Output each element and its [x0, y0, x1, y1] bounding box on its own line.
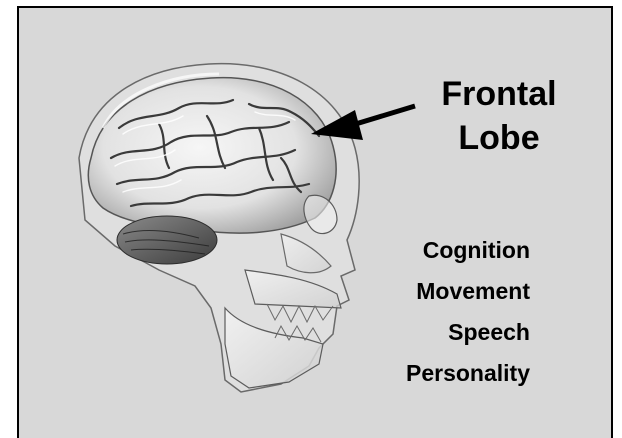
cerebellum — [117, 216, 217, 264]
function-item: Personality — [339, 353, 530, 394]
function-item: Speech — [339, 312, 530, 353]
function-item: Movement — [339, 271, 530, 312]
frontal-lobe-label-line2: Lobe — [414, 116, 584, 160]
frontal-lobe-label-line1: Frontal — [414, 72, 584, 116]
frontal-lobe-label: Frontal Lobe — [414, 72, 584, 160]
function-list: Cognition Movement Speech Personality — [339, 230, 530, 394]
diagram-frame: Frontal Lobe Cognition Movement Speech P… — [17, 6, 613, 438]
function-item: Cognition — [339, 230, 530, 271]
